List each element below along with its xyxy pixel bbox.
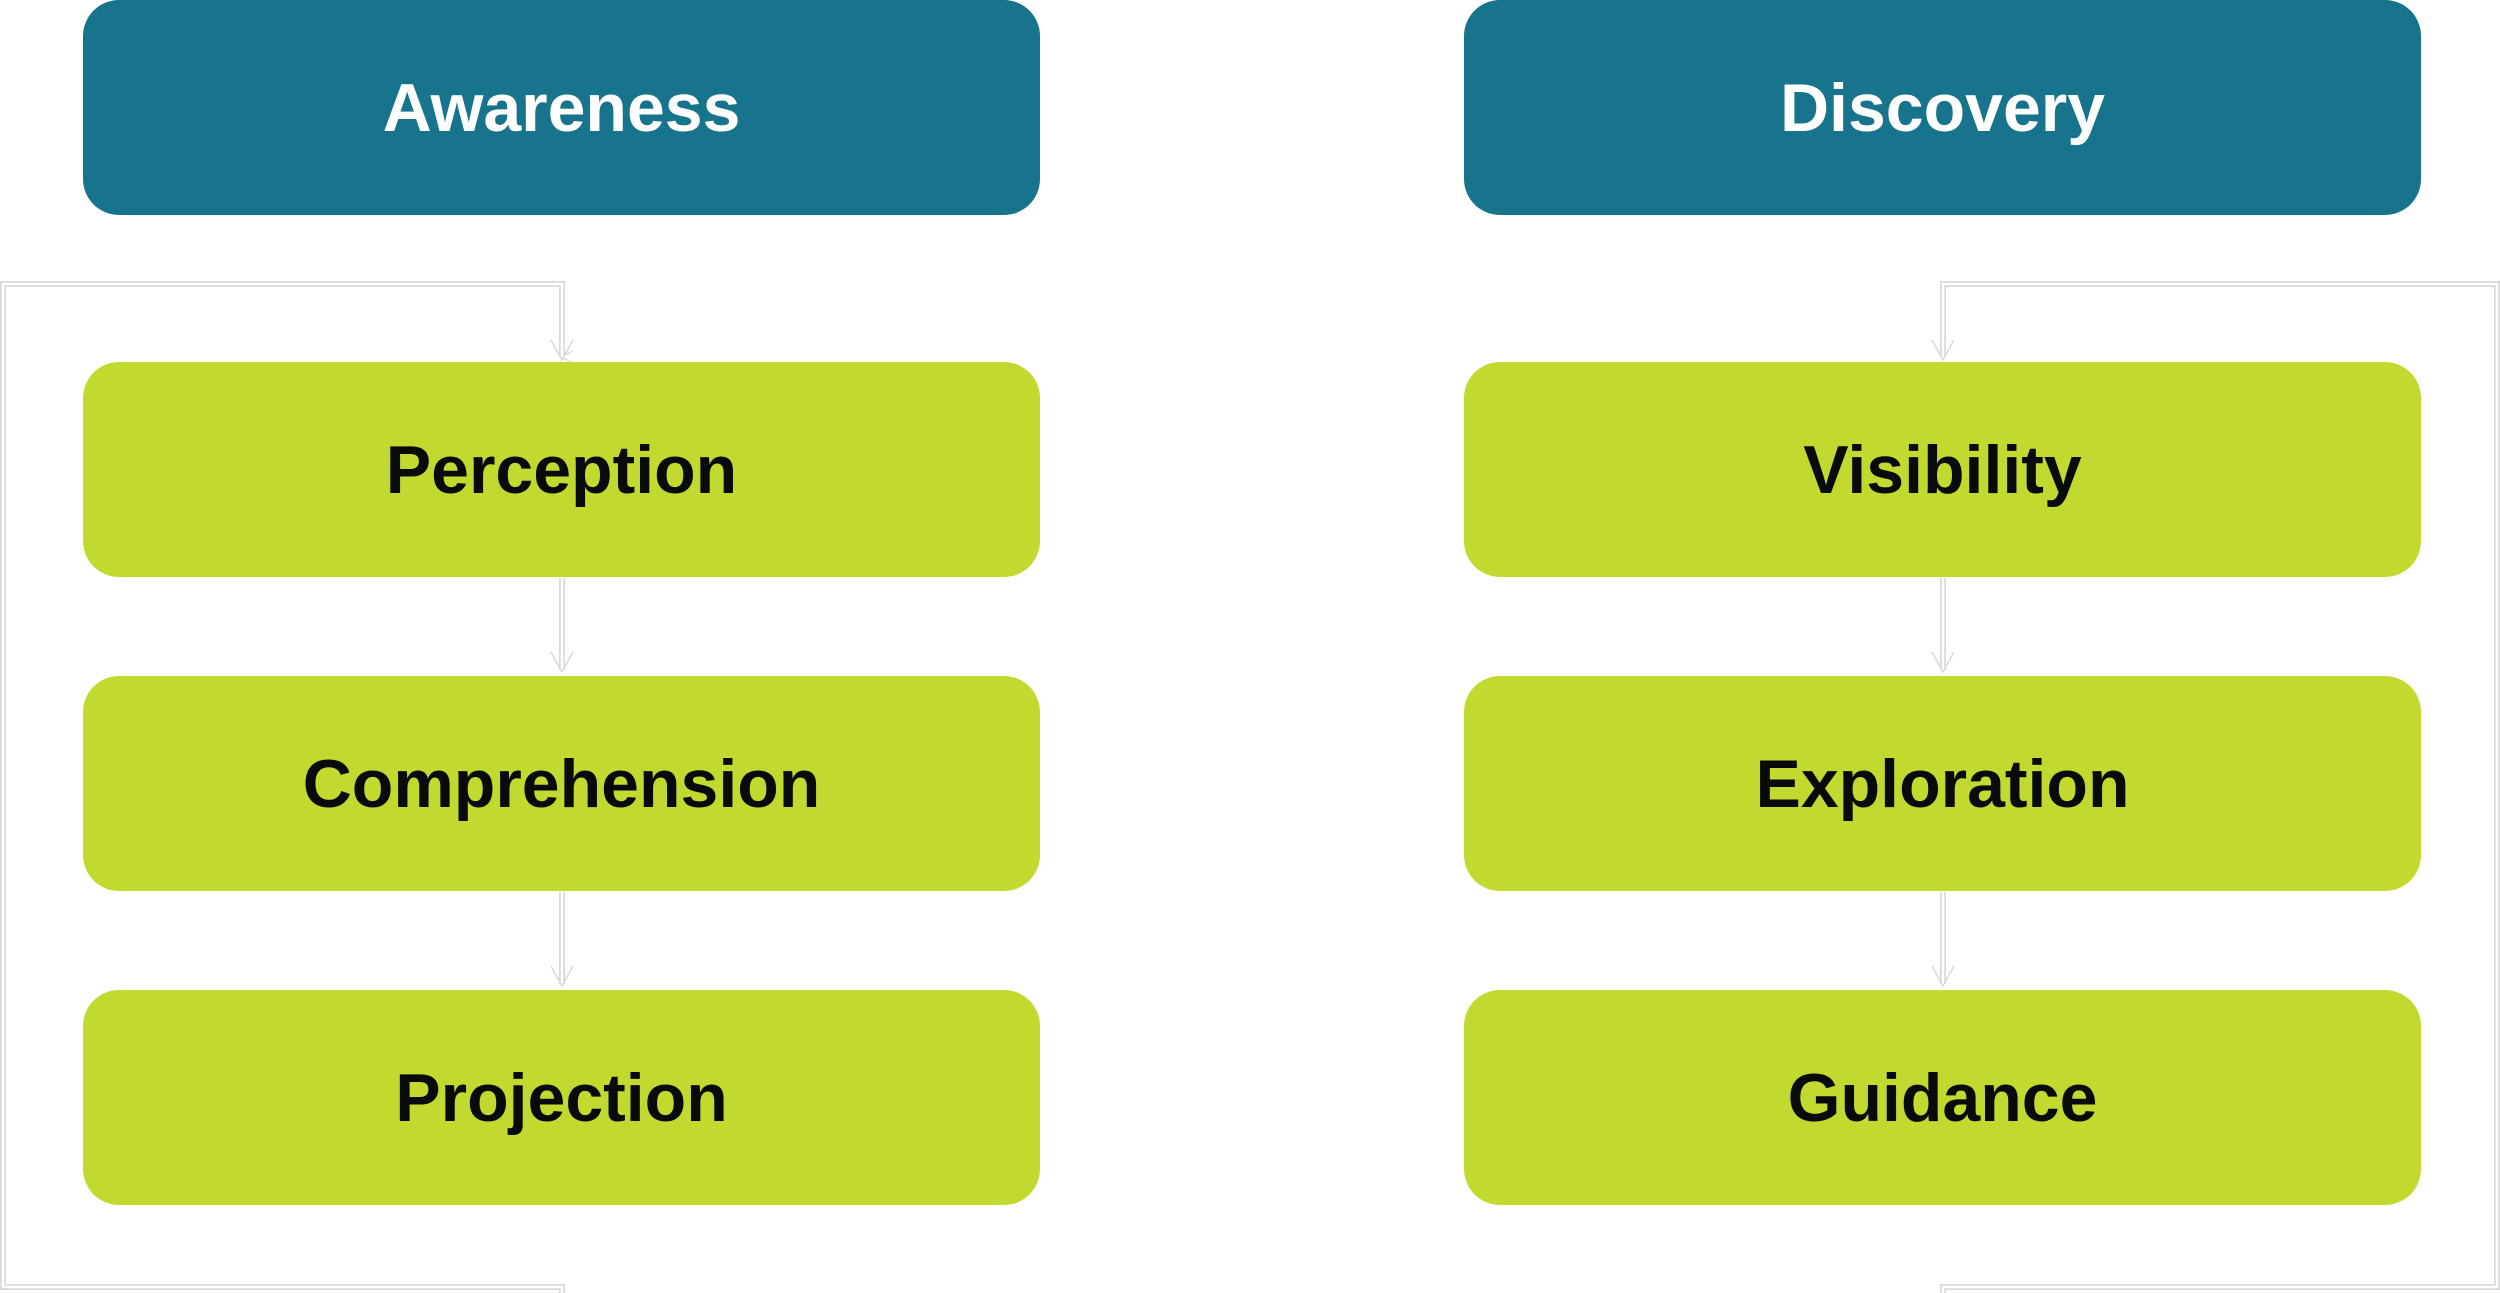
comprehension-box: Comprehension bbox=[83, 676, 1040, 891]
visibility-box: Visibility bbox=[1464, 362, 2421, 577]
perception-label: Perception bbox=[385, 431, 738, 508]
guidance-label: Guidance bbox=[1787, 1059, 2098, 1136]
awareness-header-label: Awareness bbox=[382, 69, 741, 146]
perception-box: Perception bbox=[83, 362, 1040, 577]
exploration-label: Exploration bbox=[1755, 745, 2130, 822]
visibility-label: Visibility bbox=[1803, 431, 2082, 508]
projection-label: Projection bbox=[395, 1059, 728, 1136]
projection-box: Projection bbox=[83, 990, 1040, 1205]
guidance-box: Guidance bbox=[1464, 990, 2421, 1205]
discovery-header-label: Discovery bbox=[1779, 69, 2106, 146]
awareness-header-box: Awareness bbox=[83, 0, 1040, 215]
exploration-box: Exploration bbox=[1464, 676, 2421, 891]
discovery-header-box: Discovery bbox=[1464, 0, 2421, 215]
comprehension-label: Comprehension bbox=[302, 745, 821, 822]
